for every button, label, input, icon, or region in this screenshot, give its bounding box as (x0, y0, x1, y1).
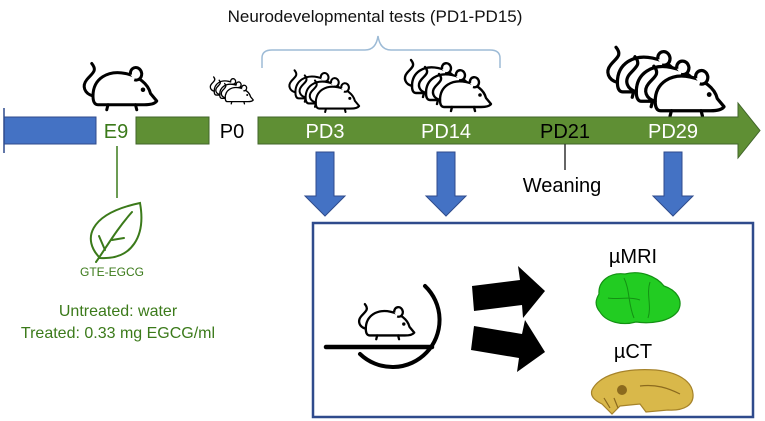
brain-mri-icon (595, 272, 681, 325)
label-e9: E9 (104, 121, 128, 143)
label-p0: P0 (220, 121, 244, 143)
tests-title: Neurodevelopmental tests (PD1-PD15) (228, 7, 523, 26)
arrow-to-ct (471, 320, 545, 372)
mri-label: µMRI (609, 246, 657, 268)
label-pd29: PD29 (648, 121, 698, 143)
skull-ct-icon (590, 369, 694, 415)
arrow-pd3-down (303, 151, 347, 217)
ct-label: µCT (614, 341, 652, 363)
mouse-icon (82, 62, 159, 112)
treatment-bar (135, 116, 210, 145)
mouse-icon (606, 45, 726, 118)
postnatal-arrow (257, 101, 761, 160)
arrow-pd29-down (651, 151, 695, 217)
arrow-pd14-down (424, 151, 468, 217)
label-pd3: PD3 (306, 121, 345, 143)
label-weaning: Weaning (523, 175, 602, 197)
untreated-label: Untreated: water (59, 303, 178, 320)
mouse-icon (209, 76, 254, 105)
treated-label: Treated: 0.33 mg EGCG/ml (21, 325, 215, 342)
gestation-bar (3, 116, 97, 145)
mouse-icon (403, 58, 493, 113)
mouse-icon (288, 69, 361, 113)
label-pd21: PD21 (540, 121, 590, 143)
leaf-icon (89, 201, 143, 263)
arrow-to-mri (472, 266, 545, 318)
label-pd14: PD14 (421, 121, 471, 143)
tests-bracket (261, 35, 501, 68)
scanner-icon (323, 284, 442, 370)
compound-label: GTE-EGCG (80, 265, 144, 279)
